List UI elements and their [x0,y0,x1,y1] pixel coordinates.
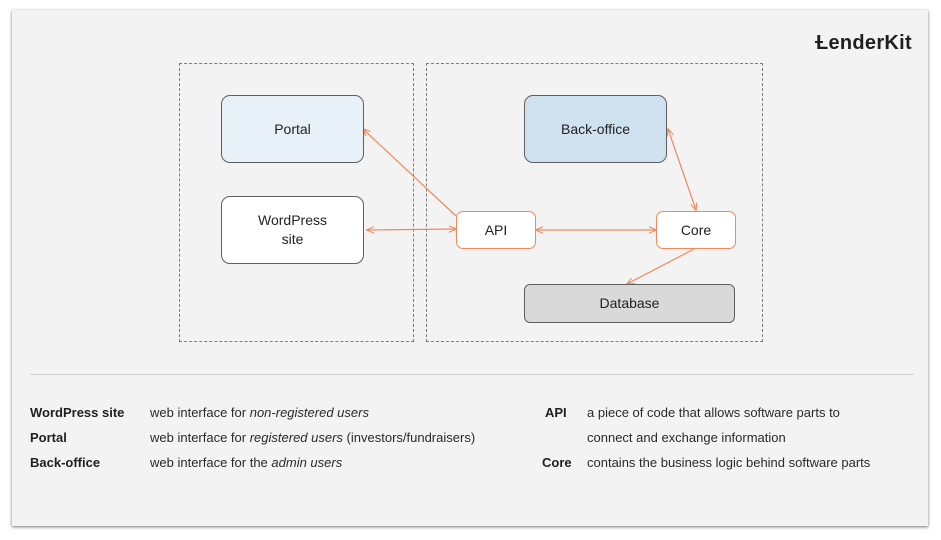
api-label: API [484,221,508,238]
legend-desc-wordpress-pre: web interface for [150,405,250,420]
legend-desc-portal-post: (investors/fundraisers) [342,430,476,445]
link-core-backoffice [668,129,696,210]
legend-term-backoffice: Back-office [30,455,101,470]
logo-text-rest: enderKit [828,32,912,54]
legend-desc-wordpress-em: non-registered users [249,405,369,420]
wordpress-node: WordPress site [221,196,364,264]
legend-term-core: Core [542,455,572,470]
connections [12,10,928,526]
legend-desc-portal-em: registered users [249,430,343,445]
legend-desc-portal-pre: web interface for [150,430,250,445]
legend-term-api: API [545,405,567,420]
frontend-group [179,63,414,342]
legend-term-wordpress: WordPress site [30,405,125,420]
api-node: API [456,211,536,249]
logo-l-glyph: L [814,32,829,54]
legend-desc-backoffice: web interface for the admin users [150,455,342,471]
legend-desc-backoffice-em: admin users [271,455,343,470]
legend-desc-wordpress: web interface for non-registered users [150,405,369,421]
link-api-portal [363,129,457,217]
legend-divider [30,374,914,375]
link-core-database [627,248,695,284]
legend-desc-portal: web interface for registered users (inve… [150,430,475,446]
portal-label: Portal [274,120,311,137]
database-node: Database [524,284,735,323]
slide: LenderKit Portal WordPress site Back-off… [12,10,928,526]
legend-term-portal: Portal [30,430,67,445]
wordpress-label: WordPress site [258,212,327,247]
legend-desc-backoffice-pre: web interface for the [150,455,272,470]
backend-group [426,63,763,342]
backoffice-node: Back-office [524,95,667,163]
link-api-wordpress [367,229,456,230]
legend-desc-core: contains the business logic behind softw… [587,455,871,470]
lenderkit-logo: LenderKit [814,32,912,55]
legend-desc-api-line2: connect and exchange information [587,430,786,445]
database-label: Database [599,295,660,311]
legend-desc-api-line1: a piece of code that allows software par… [587,405,840,420]
backoffice-label: Back-office [561,120,630,137]
core-label: Core [680,221,712,238]
core-node: Core [656,211,736,249]
portal-node: Portal [221,95,364,163]
